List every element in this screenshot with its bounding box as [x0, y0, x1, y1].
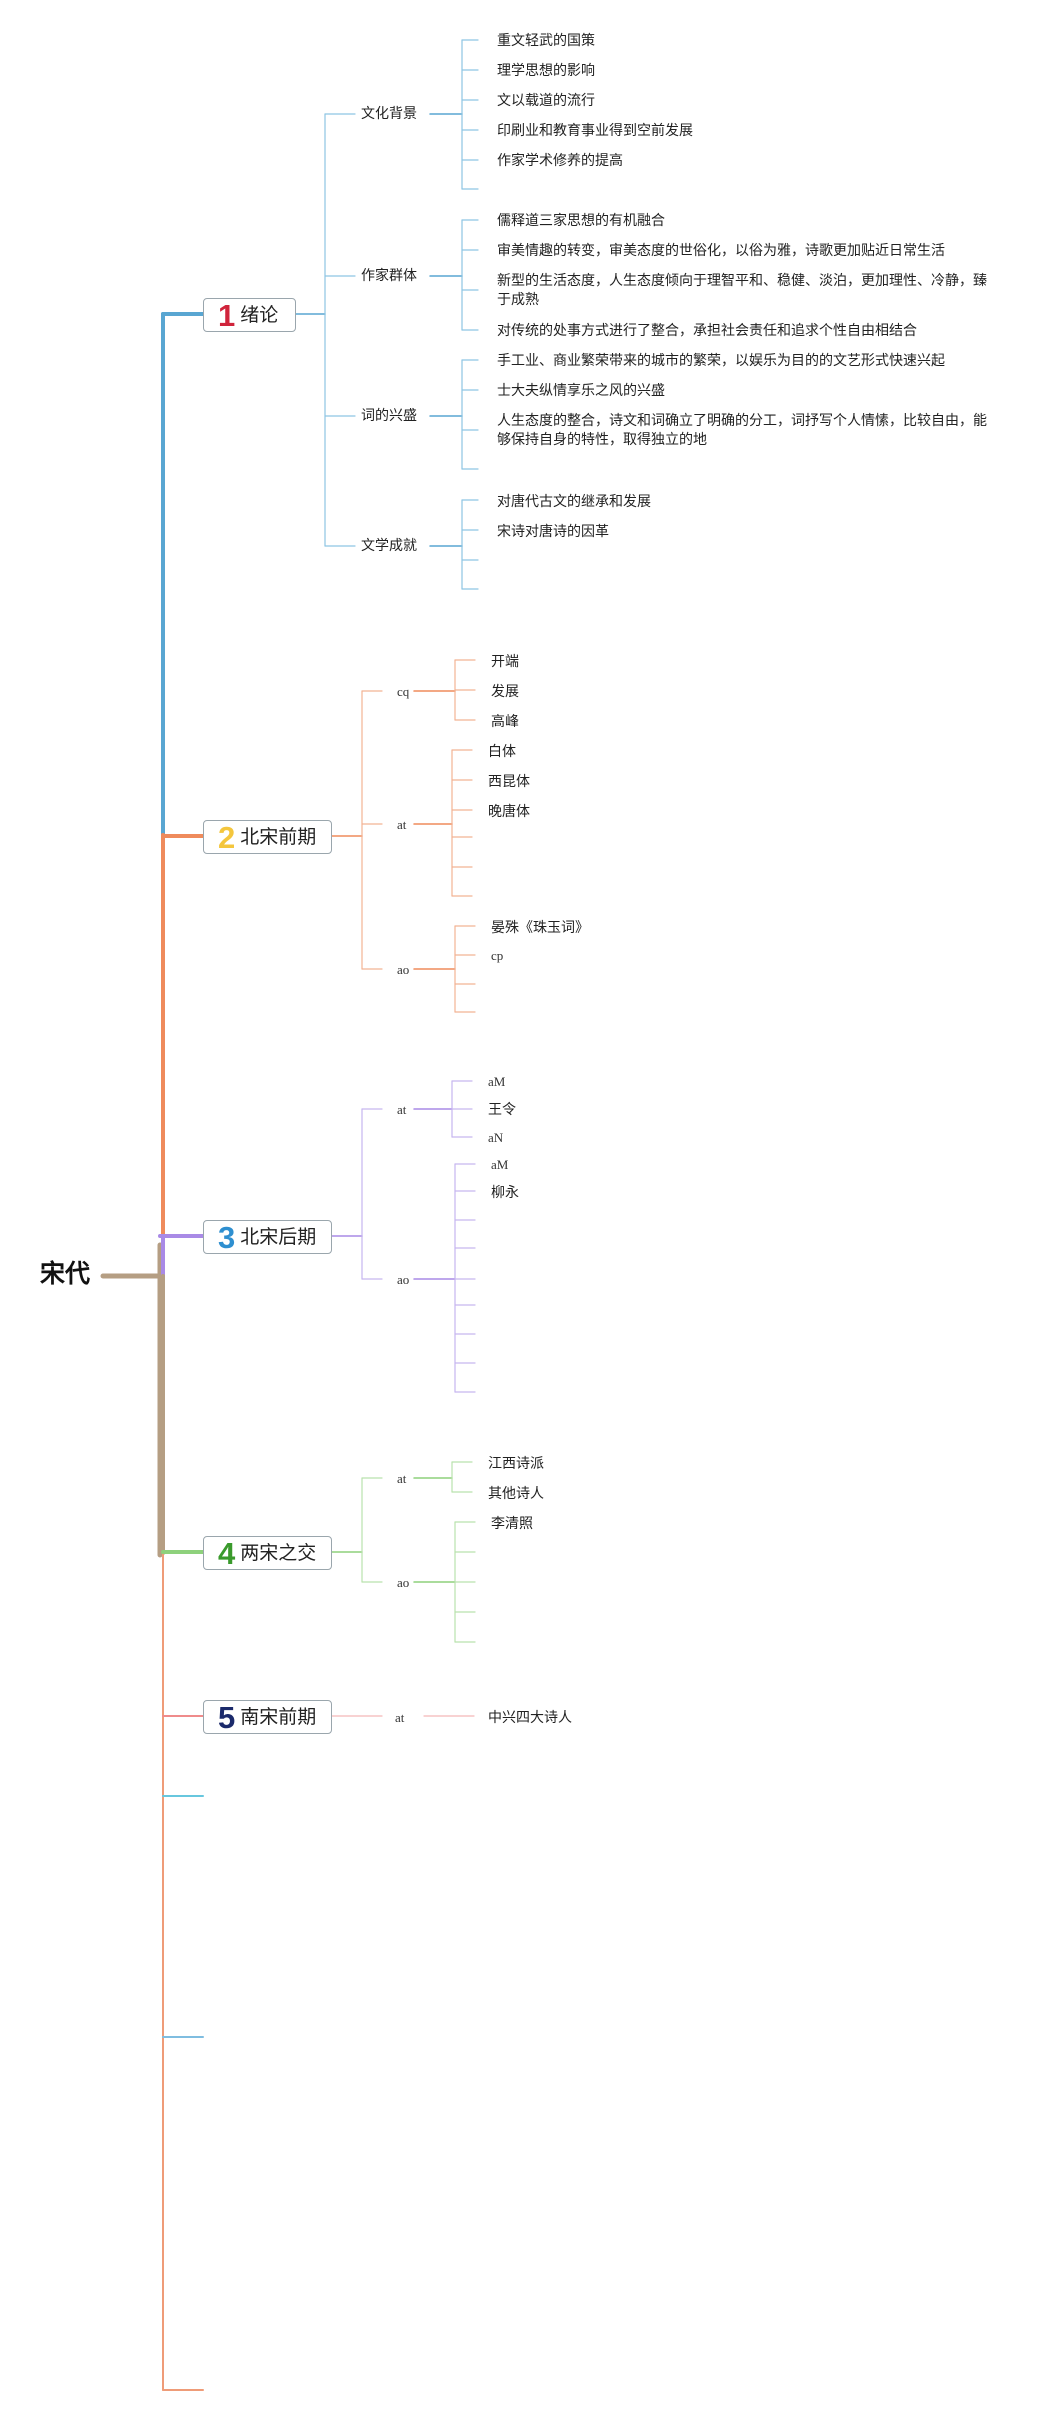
leaf-node[interactable]: 发展 — [491, 683, 519, 699]
leaf-node[interactable]: 江西诗派 — [488, 1455, 544, 1471]
leaf-node[interactable]: 士大夫纵情享乐之风的兴盛 — [497, 382, 665, 398]
leaf-node[interactable]: 晏殊《珠玉词》 — [491, 919, 589, 935]
leaf-node[interactable]: aN — [488, 1130, 504, 1145]
topic-node[interactable]: at — [397, 1102, 407, 1117]
branch-3-node[interactable]: 3 北宋后期 — [203, 1220, 332, 1254]
branch-label: 南宋前期 — [240, 1706, 317, 1728]
topic-node[interactable]: ao — [397, 962, 410, 977]
leaf-node[interactable]: 重文轻武的国策 — [497, 32, 595, 48]
topic-node[interactable]: 文学成就 — [361, 537, 417, 553]
leaf-node[interactable]: 王令 — [488, 1101, 516, 1117]
leaf-node[interactable]: 对传统的处事方式进行了整合，承担社会责任和追求个性自由相结合 — [497, 322, 917, 338]
branch-number: 2 — [218, 819, 236, 855]
branch-number: 3 — [218, 1219, 236, 1255]
leaf-node[interactable]: 人生态度的整合，诗文和词确立了明确的分工，词抒写个人情愫，比较自由，能够保持自身… — [497, 412, 987, 447]
leaf-node[interactable]: 晚唐体 — [488, 803, 530, 819]
leaf-node[interactable]: 其他诗人 — [488, 1485, 544, 1501]
branch-2-node[interactable]: 2 北宋前期 — [203, 820, 332, 854]
branch-number: 5 — [218, 1699, 236, 1735]
leaf-node[interactable]: 审美情趣的转变，审美态度的世俗化，以俗为雅，诗歌更加贴近日常生活 — [497, 242, 945, 258]
topic-node[interactable]: 作家群体 — [361, 267, 417, 283]
leaf-node[interactable]: 高峰 — [491, 713, 519, 729]
leaf-node[interactable]: aM — [491, 1157, 509, 1172]
leaf-node[interactable]: 儒释道三家思想的有机融合 — [497, 212, 665, 228]
leaf-node[interactable]: 手工业、商业繁荣带来的城市的繁荣，以娱乐为目的的文艺形式快速兴起 — [497, 352, 945, 368]
branch-label: 绪论 — [240, 304, 279, 326]
topic-node[interactable]: ao — [397, 1272, 410, 1287]
topic-node[interactable]: 词的兴盛 — [361, 407, 417, 423]
leaf-node[interactable]: 西昆体 — [488, 773, 530, 789]
leaf-node[interactable]: cp — [491, 948, 504, 963]
leaf-node[interactable]: 宋诗对唐诗的因革 — [497, 523, 609, 539]
topic-node[interactable]: at — [397, 817, 407, 832]
leaf-node[interactable]: 中兴四大诗人 — [488, 1709, 572, 1725]
topic-node[interactable]: at — [395, 1710, 405, 1725]
leaf-node[interactable]: 理学思想的影响 — [497, 62, 595, 78]
leaf-node[interactable]: 印刷业和教育事业得到空前发展 — [497, 122, 693, 138]
topic-node[interactable]: 文化背景 — [361, 105, 417, 121]
leaf-node[interactable]: 李清照 — [491, 1515, 533, 1531]
leaf-node[interactable]: 对唐代古文的继承和发展 — [497, 493, 651, 509]
branch-label: 北宋后期 — [240, 1226, 317, 1248]
branch-label: 北宋前期 — [240, 826, 317, 848]
topic-node[interactable]: at — [397, 1471, 407, 1486]
leaf-node[interactable]: 白体 — [488, 743, 516, 759]
branch-label: 两宋之交 — [240, 1542, 317, 1564]
topic-node[interactable]: ao — [397, 1575, 410, 1590]
branch-number: 1 — [218, 297, 236, 333]
branch-1-node[interactable]: 1 绪论 — [203, 298, 296, 332]
leaf-node[interactable]: 新型的生活态度，人生态度倾向于理智平和、稳健、淡泊，更加理性、冷静，臻于成熟 — [497, 272, 987, 307]
leaf-node[interactable]: 文以载道的流行 — [497, 92, 595, 108]
topic-node[interactable]: cq — [397, 684, 410, 699]
leaf-node[interactable]: aM — [488, 1074, 506, 1089]
branch-number: 4 — [218, 1535, 236, 1571]
branch-5-node[interactable]: 5 南宋前期 — [203, 1700, 332, 1734]
leaf-node[interactable]: 开端 — [491, 653, 519, 669]
root-node[interactable]: 宋代 — [40, 1260, 91, 1288]
leaf-node[interactable]: 柳永 — [491, 1184, 519, 1200]
leaf-node[interactable]: 作家学术修养的提高 — [497, 152, 623, 168]
branch-4-node[interactable]: 4 两宋之交 — [203, 1536, 332, 1570]
